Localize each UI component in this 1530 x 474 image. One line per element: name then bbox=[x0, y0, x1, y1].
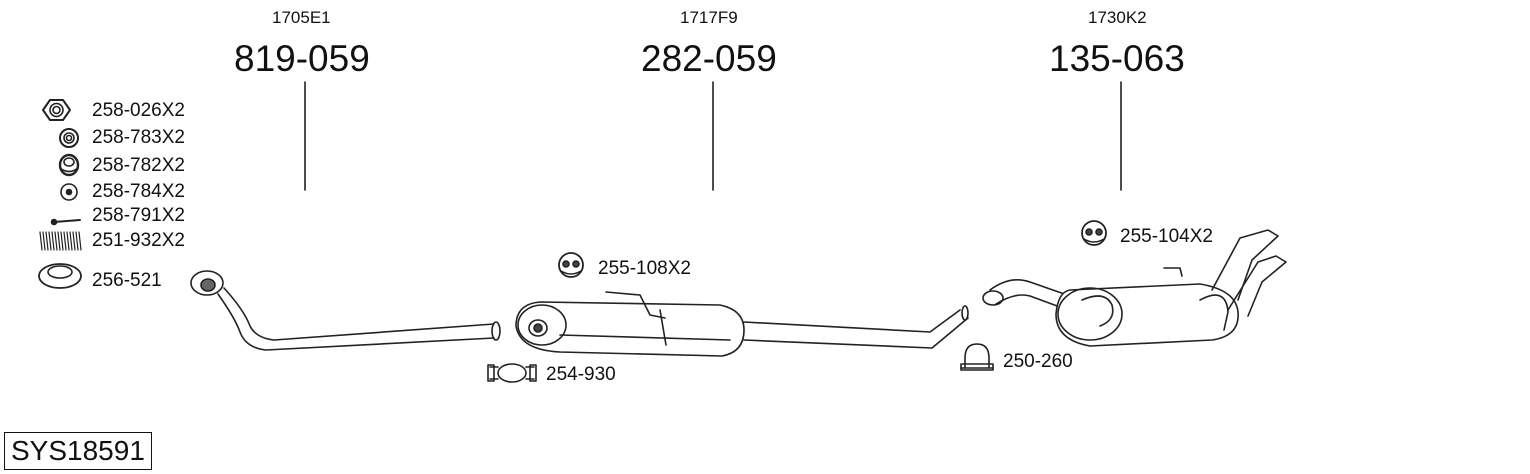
ring-washer-icon bbox=[59, 128, 79, 148]
u-bolt-clamp-icon bbox=[960, 343, 994, 371]
oem-number-rear: 1730K2 bbox=[1088, 8, 1147, 27]
oem-number-front: 1705E1 bbox=[272, 8, 331, 27]
accessory-label: 258-026X2 bbox=[92, 100, 185, 121]
hanger-label-rear: 255-104X2 bbox=[1120, 226, 1213, 247]
small-washer-icon bbox=[60, 183, 78, 201]
accessory-label: 258-791X2 bbox=[92, 205, 185, 226]
system-id-box: SYS18591 bbox=[4, 432, 152, 470]
accessory-label: 251-932X2 bbox=[92, 230, 185, 251]
clamp-label-middle: 254-930 bbox=[546, 364, 616, 385]
spring-washer-icon bbox=[58, 153, 80, 177]
accessory-label: 256-521 bbox=[92, 270, 162, 291]
clamp-icon bbox=[487, 363, 537, 383]
part-number-middle: 282-059 bbox=[641, 38, 777, 79]
oem-number-middle: 1717F9 bbox=[680, 8, 738, 27]
front-pipe bbox=[190, 270, 501, 351]
part-number-front: 819-059 bbox=[234, 38, 370, 79]
clamp-label-rear: 250-260 bbox=[1003, 351, 1073, 372]
coil-spring-icon bbox=[39, 231, 82, 251]
accessory-label: 258-782X2 bbox=[92, 155, 185, 176]
hex-nut-icon bbox=[42, 99, 71, 121]
bolt-icon bbox=[50, 218, 81, 226]
rear-silencer bbox=[982, 229, 1287, 347]
hanger-label-middle: 255-108X2 bbox=[598, 258, 691, 279]
gasket-ring-icon bbox=[38, 263, 82, 289]
accessory-label: 258-783X2 bbox=[92, 127, 185, 148]
part-number-rear: 135-063 bbox=[1049, 38, 1185, 79]
rubber-hanger-icon bbox=[1081, 220, 1107, 246]
accessory-label: 258-784X2 bbox=[92, 181, 185, 202]
rubber-hanger-icon bbox=[558, 252, 584, 278]
middle-silencer bbox=[515, 291, 969, 357]
